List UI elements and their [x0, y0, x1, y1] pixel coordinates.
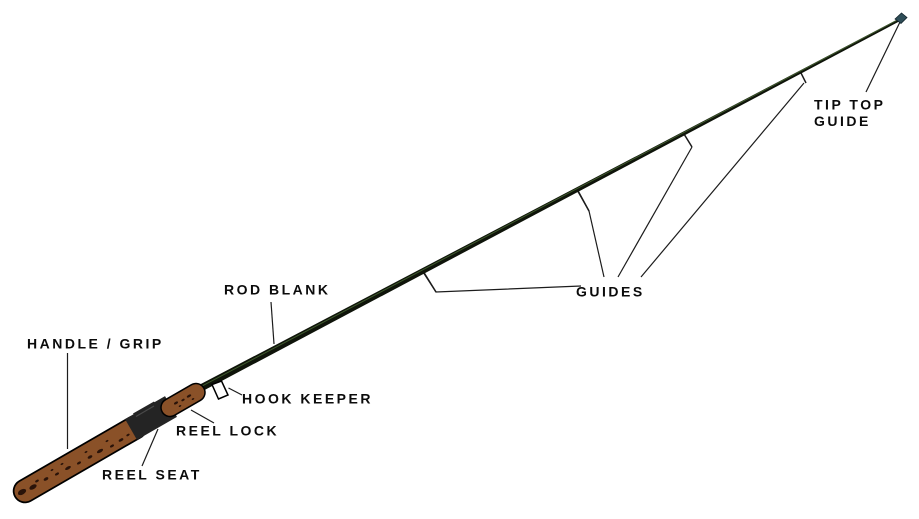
guides-pointer-line-3: [617, 146, 693, 278]
tip-top-guide-label-line1: TIP TOP: [814, 97, 886, 113]
handle-grip-shape: [14, 417, 146, 502]
reel-lock-pointer-line: [190, 409, 215, 424]
reel-seat-hood: [133, 401, 157, 418]
guide-marks: [422, 70, 807, 293]
handle-grip-label: HANDLE / GRIP: [27, 336, 164, 352]
tip-top-guide-shape: [894, 12, 908, 25]
tip-top-pointer-line: [865, 21, 901, 93]
guide-ring-mark-1: [422, 270, 437, 293]
hook-keeper-shape: [210, 380, 230, 400]
rod-blank-pointer-line: [270, 301, 275, 345]
reel-lock-label: REEL LOCK: [176, 423, 280, 439]
reel-seat-label: REEL SEAT: [102, 467, 202, 483]
guides-pointer-line-4: [640, 82, 805, 278]
tip-top-guide-label: TIP TOP GUIDE: [814, 97, 885, 130]
guides-pointer-line-1: [422, 271, 582, 293]
cork-speckles: [17, 394, 195, 496]
reel-seat-pointer-line: [141, 428, 159, 467]
guides-label: GUIDES: [576, 284, 645, 300]
handle-assembly: [12, 382, 206, 504]
tip-top-guide-label-line2: GUIDE: [814, 113, 871, 129]
rod-blank-label: ROD BLANK: [224, 282, 331, 298]
guide-ring-mark-2: [576, 188, 590, 212]
hook-keeper-pointer-line: [228, 387, 243, 396]
guides-pointer-line-2: [576, 189, 605, 278]
guide-ring-mark-3: [683, 133, 693, 148]
rod-blank-shape: [193, 16, 904, 395]
hook-keeper-label: HOOK KEEPER: [242, 391, 373, 407]
reel-seat-highlight: [135, 405, 155, 418]
rod-blank-highlight: [195, 17, 903, 390]
